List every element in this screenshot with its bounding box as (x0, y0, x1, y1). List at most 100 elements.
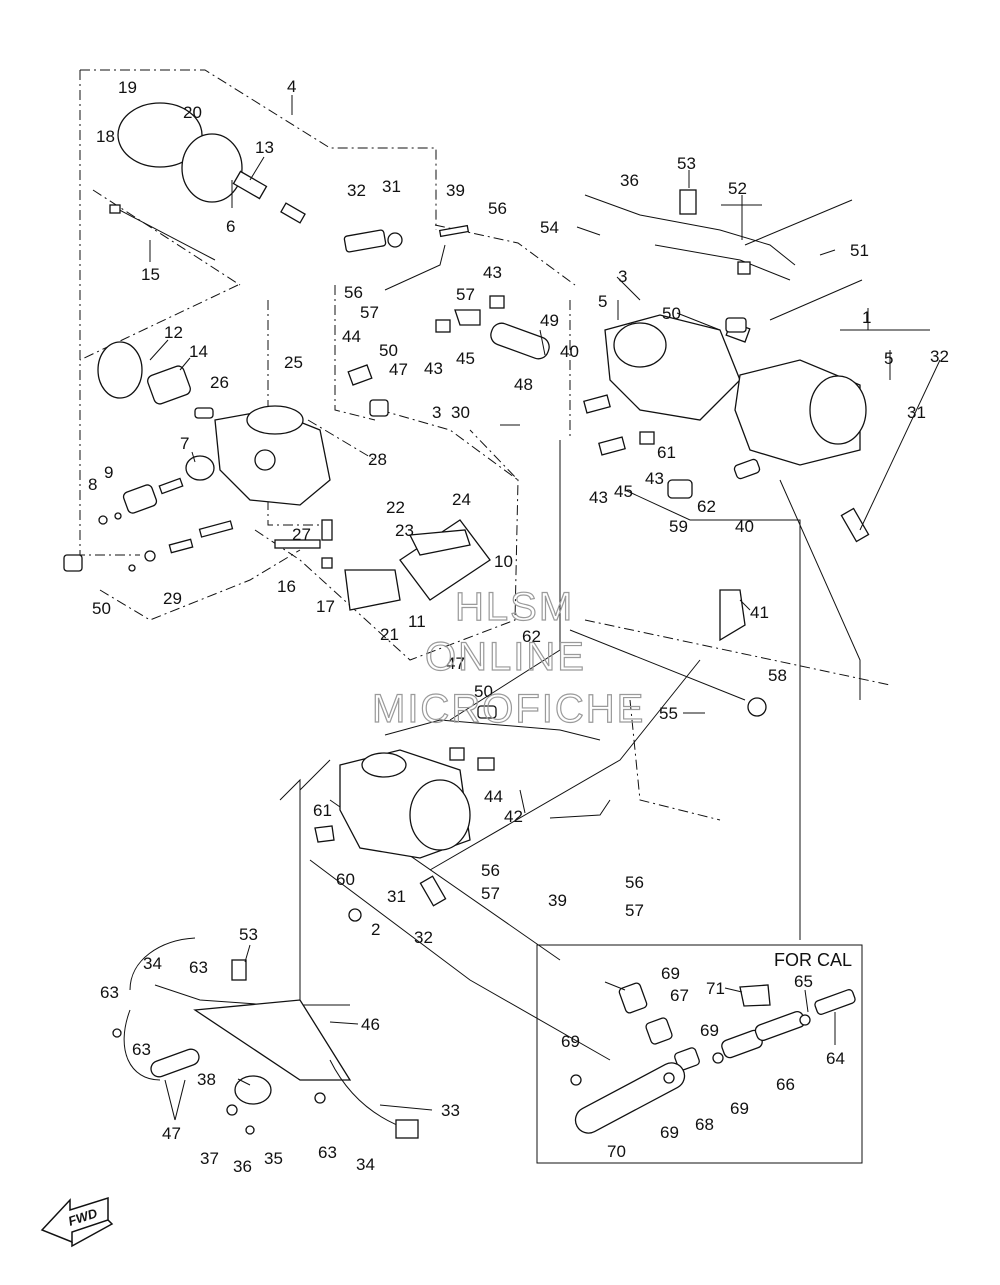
callout-18: 18 (96, 127, 115, 146)
callout-2: 2 (371, 920, 380, 939)
callout-58: 58 (768, 666, 787, 685)
callout-40a: 40 (560, 342, 579, 361)
callout-67: 67 (670, 986, 689, 1005)
callout-69a: 69 (661, 964, 680, 983)
callout-12: 12 (164, 323, 183, 342)
callout-22: 22 (386, 498, 405, 517)
callout-47a: 47 (389, 360, 408, 379)
callout-27: 27 (292, 525, 311, 544)
callout-57c: 57 (481, 884, 500, 903)
callout-63b: 63 (100, 983, 119, 1002)
callout-70: 70 (607, 1142, 626, 1161)
callout-43c: 43 (645, 469, 664, 488)
inset-label: FOR CAL (774, 950, 852, 970)
callout-32c: 32 (414, 928, 433, 947)
cap-58-part (747, 697, 767, 717)
callout-28: 28 (368, 450, 387, 469)
callout-60: 60 (336, 870, 355, 889)
callout-44b: 44 (484, 787, 503, 806)
float-part (344, 569, 401, 611)
callout-53b: 53 (239, 925, 258, 944)
carb-cover-part (117, 102, 203, 168)
callout-69b: 69 (700, 1021, 719, 1040)
callout-19: 19 (118, 78, 137, 97)
watermark: HLSM ONLINE MICROFICHE (371, 584, 645, 731)
callout-15: 15 (141, 265, 160, 284)
callout-53a: 53 (677, 154, 696, 173)
callout-23: 23 (395, 521, 414, 540)
callout-13: 13 (255, 138, 274, 157)
callout-26: 26 (210, 373, 229, 392)
svg-text:MICROFICHE: MICROFICHE (372, 687, 645, 731)
callout-33: 33 (441, 1101, 460, 1120)
callout-55: 55 (659, 704, 678, 723)
callout-63d: 63 (318, 1143, 337, 1162)
svg-text:HLSM: HLSM (455, 585, 574, 629)
svg-text:ONLINE: ONLINE (425, 635, 586, 679)
callout-37: 37 (200, 1149, 219, 1168)
callout-66: 66 (776, 1075, 795, 1094)
hose-48-part (490, 322, 550, 360)
callout-8: 8 (88, 475, 97, 494)
callout-11: 11 (408, 612, 426, 631)
callout-31b: 31 (907, 403, 926, 422)
callout-1: 1 (862, 308, 871, 327)
callout-3b: 3 (618, 267, 627, 286)
callout-57b: 57 (456, 285, 475, 304)
callout-71: 71 (706, 979, 725, 998)
callout-34a: 34 (143, 954, 162, 973)
callout-57a: 57 (360, 303, 379, 322)
callout-6: 6 (226, 217, 235, 236)
callout-25: 25 (284, 353, 303, 372)
callout-47b: 47 (446, 654, 465, 673)
callout-50b: 50 (379, 341, 398, 360)
sensor-53-part (679, 189, 697, 215)
bracket-part (193, 999, 352, 1081)
callout-39a: 39 (446, 181, 465, 200)
callout-30: 30 (451, 403, 470, 422)
callout-62b: 62 (522, 627, 541, 646)
callout-20: 20 (183, 103, 202, 122)
callout-69c: 69 (561, 1032, 580, 1051)
hose-70-part (574, 1062, 686, 1134)
sensor-lower-part (231, 959, 247, 981)
callout-36b: 36 (233, 1157, 252, 1176)
callout-35: 35 (264, 1149, 283, 1168)
callout-68: 68 (695, 1115, 714, 1134)
callout-9: 9 (104, 463, 113, 482)
callout-10: 10 (494, 552, 513, 571)
callout-43b: 43 (424, 359, 443, 378)
callout-59: 59 (669, 517, 688, 536)
parts (63, 102, 870, 1139)
callout-7: 7 (180, 434, 189, 453)
callout-24: 24 (452, 490, 471, 509)
callout-51: 51 (850, 241, 869, 260)
callout-17: 17 (316, 597, 335, 616)
callout-64: 64 (826, 1049, 845, 1068)
callout-63c: 63 (132, 1040, 151, 1059)
callout-61b: 61 (313, 801, 332, 820)
callout-45a: 45 (456, 349, 475, 368)
for-cal-inset: FOR CAL (536, 944, 863, 1164)
diaphragm-part (181, 133, 243, 203)
callout-69d: 69 (730, 1099, 749, 1118)
callout-29: 29 (163, 589, 182, 608)
fwd-arrow-icon: FWD (40, 1196, 114, 1248)
callout-65: 65 (794, 972, 813, 991)
callout-4: 4 (287, 77, 296, 96)
callout-62a: 62 (697, 497, 716, 516)
callout-69e: 69 (660, 1123, 679, 1142)
vacuum-piston-part (97, 341, 143, 399)
callout-43a: 43 (483, 263, 502, 282)
callout-56d: 56 (625, 873, 644, 892)
cap-50-part (63, 554, 83, 572)
callout-14: 14 (189, 342, 208, 361)
callout-44a: 44 (342, 327, 361, 346)
callout-21: 21 (380, 625, 399, 644)
callout-40b: 40 (735, 517, 754, 536)
callout-32a: 32 (347, 181, 366, 200)
callout-38: 38 (197, 1070, 216, 1089)
callout-56b: 56 (344, 283, 363, 302)
